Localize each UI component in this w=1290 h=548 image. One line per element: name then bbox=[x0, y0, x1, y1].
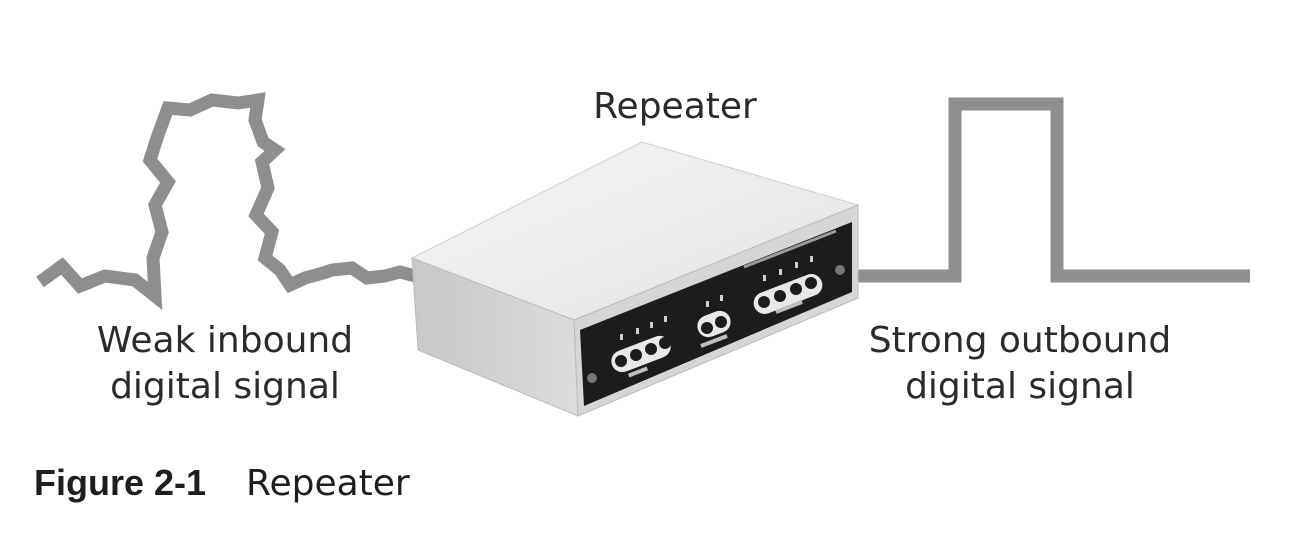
outbound-signal-label: Strong outbound digital signal bbox=[840, 318, 1200, 410]
screw bbox=[835, 265, 845, 275]
repeater-label-text: Repeater bbox=[593, 86, 757, 127]
inbound-signal-label: Weak inbound digital signal bbox=[60, 318, 390, 410]
inbound-label-line-1: Weak inbound bbox=[96, 320, 354, 361]
port-group-2 bbox=[697, 295, 731, 348]
port-group-3 bbox=[753, 256, 823, 314]
figure-caption: Figure 2-1 Repeater bbox=[34, 460, 410, 507]
strong-outbound-signal bbox=[858, 97, 1250, 283]
repeater-device bbox=[410, 141, 860, 417]
screw bbox=[587, 373, 597, 383]
port-group-1 bbox=[611, 316, 671, 378]
figure-number: Figure 2-1 bbox=[34, 462, 207, 503]
figure-title: Repeater bbox=[246, 463, 410, 504]
inbound-label-line-2: digital signal bbox=[110, 366, 340, 407]
outbound-label-line-1: Strong outbound bbox=[868, 320, 1172, 361]
weak-inbound-signal bbox=[36, 92, 417, 311]
repeater-label: Repeater bbox=[560, 84, 790, 130]
outbound-label-line-2: digital signal bbox=[905, 366, 1135, 407]
